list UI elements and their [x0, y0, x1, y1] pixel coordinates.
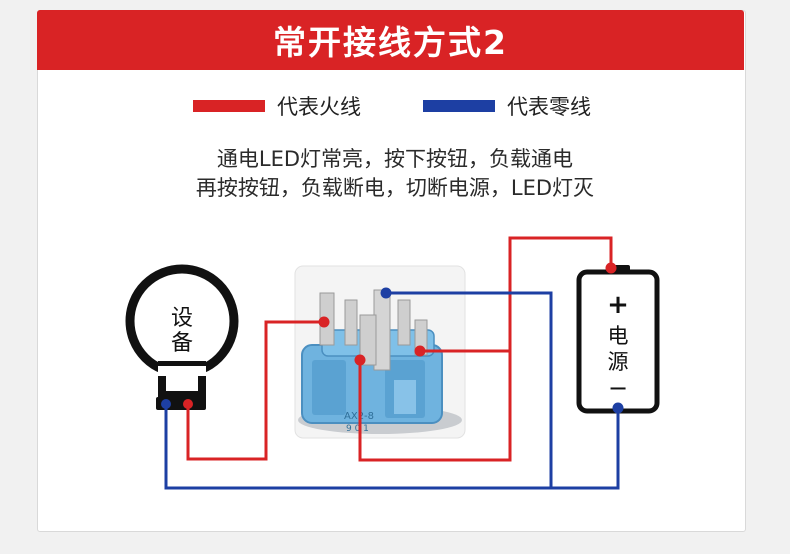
device-live-terminal: [183, 399, 193, 409]
power-plus-sign: +: [607, 290, 629, 320]
power-negative-terminal: [612, 402, 624, 414]
live-wire-power-to-switch: [358, 236, 613, 462]
switch-led-negative: [380, 287, 392, 299]
switch-terminal-5: [397, 299, 411, 346]
legend-item-live: 代表火线: [193, 88, 361, 124]
power-label-top: 电: [608, 324, 629, 348]
switch-contact-common: [354, 354, 366, 366]
device-neutral-terminal: [161, 399, 171, 409]
device-symbol: 设 备: [125, 264, 239, 410]
switch-led-window: [394, 380, 416, 414]
switch-marking-2: 9 0 1: [346, 424, 369, 434]
power-label-bottom: 源: [608, 350, 629, 374]
description-line-2: 再按按钮，负载断电，切断电源，LED灯灭: [195, 176, 595, 200]
neutral-wire-switch-to-return: [386, 291, 553, 488]
switch-terminal-2: [344, 299, 358, 346]
description-line-1: 通电LED灯常亮，按下按钮，负载通电: [216, 147, 574, 171]
switch-terminal-4: [359, 314, 377, 366]
switch-led-positive: [414, 345, 426, 357]
live-wire-device-to-switch: [186, 320, 324, 461]
neutral-wire-power-to-device: [164, 404, 620, 490]
power-minus-sign: −: [608, 374, 628, 402]
switch-side-block: [312, 360, 346, 415]
legend-label-live: 代表火线: [277, 95, 361, 119]
connection-points: [161, 262, 624, 414]
power-supply: + 电 源 −: [576, 265, 660, 414]
legend-item-neutral: 代表零线: [423, 88, 591, 124]
device-label-bottom: 备: [171, 331, 193, 356]
device-label-top: 设: [171, 306, 193, 331]
page-title: 常开接线方式2: [37, 10, 744, 70]
switch-contact-no: [318, 316, 330, 328]
neutral-wire-swatch: [423, 100, 495, 112]
neutral-wires: [164, 291, 620, 490]
live-wires: [186, 236, 613, 462]
device-base-cover: [158, 366, 206, 376]
power-positive-terminal: [605, 262, 617, 274]
live-wire-swatch: [193, 100, 265, 112]
description: 通电LED灯常亮，按下按钮，负载通电 再按按钮，负载断电，切断电源，LED灯灭: [0, 145, 790, 203]
legend-label-neutral: 代表零线: [507, 95, 591, 119]
legend: 代表火线 代表零线: [0, 88, 790, 124]
push-button-switch: AX2-8 9 0 1: [298, 289, 462, 434]
